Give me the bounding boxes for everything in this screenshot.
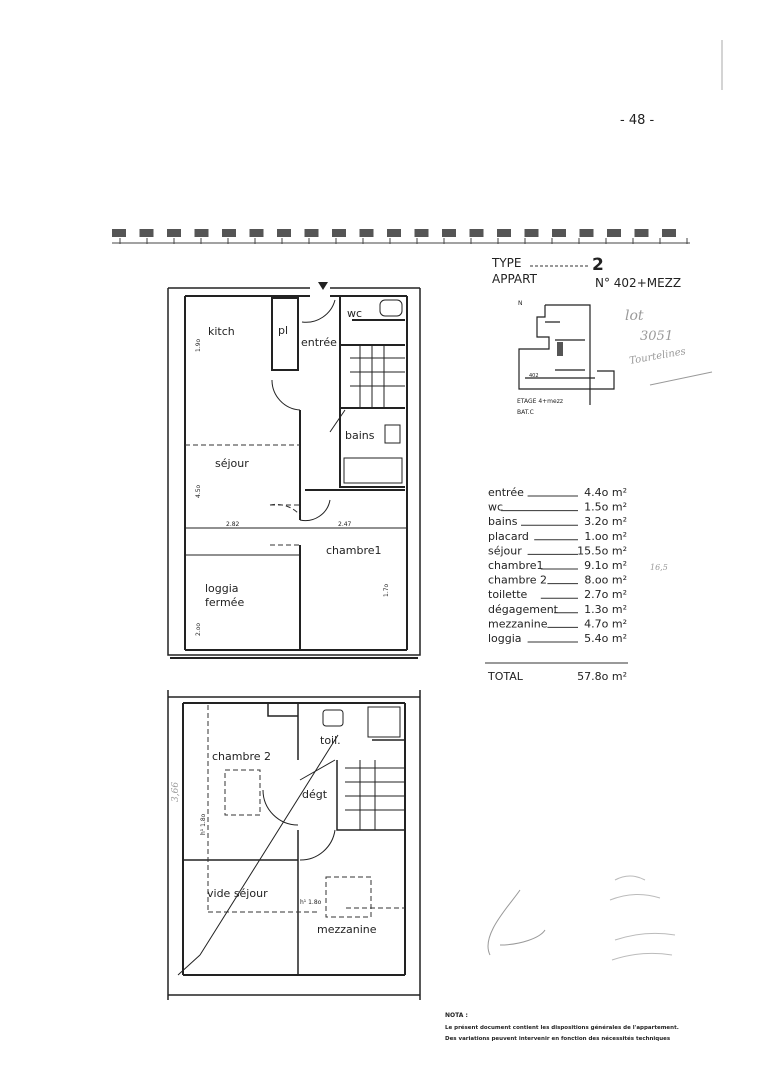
handwritten-lot-number: 3051 xyxy=(640,329,673,344)
surface-room: chambre1 xyxy=(488,559,544,572)
floor-plan-level2 xyxy=(167,690,421,1000)
total-label: TOTAL xyxy=(487,670,524,683)
surface-area: 8.oo m² xyxy=(584,574,627,587)
strip-block xyxy=(167,229,181,237)
strip-block xyxy=(552,229,566,237)
handwritten-underline xyxy=(649,371,713,386)
strip-block xyxy=(662,229,676,237)
room-chambre2: chambre 2 xyxy=(212,750,271,763)
strip-block xyxy=(332,229,346,237)
room-degagement: dégt xyxy=(302,788,328,801)
room-mezzanine: mezzanine xyxy=(317,923,377,936)
strip-block xyxy=(222,229,236,237)
surface-area: 5.4o m² xyxy=(584,632,627,645)
strip-block xyxy=(387,229,401,237)
page-number: - 48 - xyxy=(620,113,654,128)
surface-room: séjour xyxy=(488,544,522,557)
room-chambre1: chambre1 xyxy=(326,544,382,557)
appart-label: APPART xyxy=(492,272,538,286)
strip-block xyxy=(194,229,209,237)
surface-room: mezzanine xyxy=(488,617,548,630)
surface-table: entrée 4.4o m² wc 1.5o m² bains 3.2o m² placar… xyxy=(485,486,628,683)
floor-plan-level1 xyxy=(167,282,421,659)
surface-room: wc xyxy=(488,501,503,514)
room-bains: bains xyxy=(345,429,375,442)
title-strip xyxy=(112,229,690,244)
dim-kitch: 1.9o xyxy=(195,338,202,352)
surface-area: 15.5o m² xyxy=(577,544,627,557)
surface-area: 1.5o m² xyxy=(584,501,627,514)
handwritten-lot: lot xyxy=(625,308,644,324)
surface-area: 1.3o m² xyxy=(584,603,627,616)
surface-room: toilette xyxy=(488,588,528,601)
surface-area: 2.7o m² xyxy=(584,588,627,601)
dim-loggia: 2.oo xyxy=(195,623,202,636)
key-plan-building: BAT.C xyxy=(517,409,534,416)
surface-area: 4.4o m² xyxy=(584,486,627,499)
surface-room: placard xyxy=(488,530,529,543)
strip-block xyxy=(277,229,291,237)
strip-block xyxy=(249,229,264,237)
room-toilette: toil. xyxy=(320,734,341,747)
room-wc: wc xyxy=(347,307,362,320)
total-value: 57.8o m² xyxy=(577,670,627,683)
room-loggia-fermee: fermée xyxy=(205,596,244,609)
key-plan-unit: 402 xyxy=(529,373,539,379)
north-arrow-icon: N xyxy=(518,300,523,307)
room-loggia: loggia xyxy=(205,582,239,595)
surface-area: 1.oo m² xyxy=(584,530,627,543)
surface-room: entrée xyxy=(488,486,524,499)
surface-area: 3.2o m² xyxy=(584,515,627,528)
signature xyxy=(487,889,546,956)
strip-block xyxy=(442,229,456,237)
strip-block xyxy=(139,229,154,237)
surface-area: 4.7o m² xyxy=(584,617,627,630)
height-mezzanine: h¹ 1.8o xyxy=(300,899,322,906)
surface-room: bains xyxy=(488,515,518,528)
strip-block xyxy=(524,229,539,237)
key-plan: N 402 ETAGE 4+mezz BAT.C xyxy=(517,300,615,416)
note-line1: Le présent document contient les disposi… xyxy=(445,1024,679,1031)
strip-block xyxy=(112,229,126,237)
strip-block xyxy=(359,229,374,237)
strip-block xyxy=(469,229,484,237)
handwritten-height: 3,66 xyxy=(171,782,181,802)
dim-sejour: 4.5o xyxy=(195,484,202,498)
dim-chambre1: 1.7o xyxy=(383,583,390,597)
room-entree: entrée xyxy=(301,336,337,349)
note-title: NOTA : xyxy=(445,1012,468,1019)
strip-block xyxy=(414,229,429,237)
handwritten-scribbles xyxy=(609,875,676,961)
note-line2: Des variations peuvent intervenir en fon… xyxy=(445,1035,671,1042)
surface-room: dégagement xyxy=(488,603,559,616)
type-value: 2 xyxy=(592,255,604,275)
strip-block xyxy=(304,229,319,237)
type-label: TYPE xyxy=(491,256,521,270)
strip-block xyxy=(497,229,511,237)
strip-line xyxy=(112,238,690,244)
dim-width-left: 2.82 xyxy=(226,521,240,528)
room-kitch: kitch xyxy=(208,325,235,338)
strip-block xyxy=(634,229,649,237)
key-plan-floor: ETAGE 4+mezz xyxy=(517,398,563,405)
entrance-arrow-icon xyxy=(318,282,328,290)
room-placard: pl xyxy=(278,324,288,337)
dim-width-right: 2.47 xyxy=(338,521,352,528)
handwritten-name: Tourtelines xyxy=(629,346,687,367)
height-chambre2: h¹ 1.8o xyxy=(200,813,207,835)
strip-block xyxy=(579,229,594,237)
room-sejour: séjour xyxy=(215,457,249,470)
surface-area: 9.1o m² xyxy=(584,559,627,572)
surface-room: chambre 2 xyxy=(488,574,547,587)
handwritten-sejour: 16,5 xyxy=(650,563,668,572)
room-vide-sejour: vide séjour xyxy=(207,887,268,900)
strip-block xyxy=(607,229,621,237)
surface-room: loggia xyxy=(488,632,522,645)
appart-number: N° 402+MEZZ xyxy=(595,276,681,290)
